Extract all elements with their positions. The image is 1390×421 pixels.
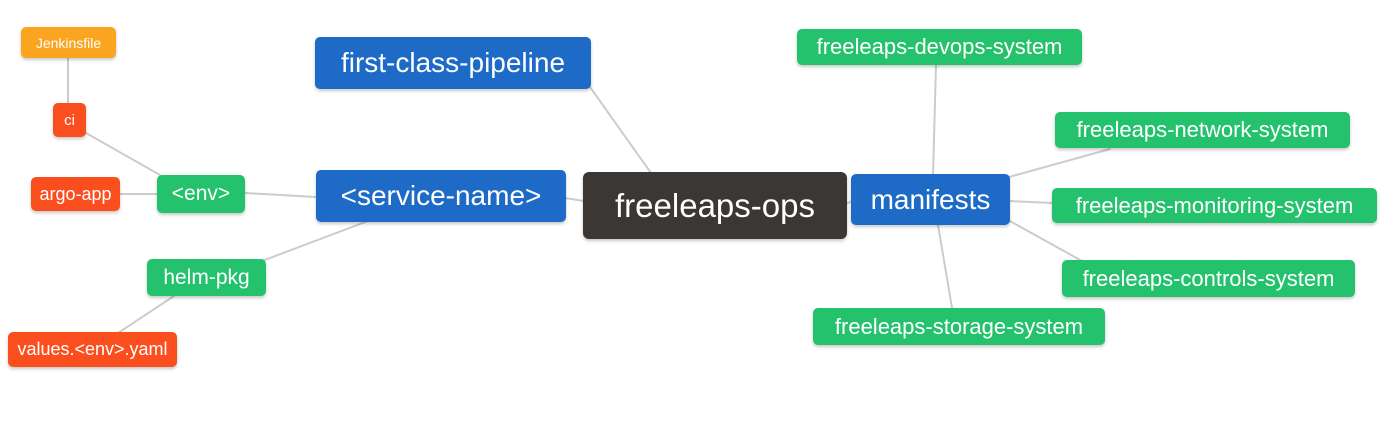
edge-manifests-network <box>1008 148 1111 178</box>
node-jenkinsfile[interactable]: Jenkinsfile <box>21 27 116 58</box>
node-freeleaps-ops[interactable]: freeleaps-ops <box>583 172 847 239</box>
node-service-name[interactable]: <service-name> <box>316 170 566 222</box>
edge-manifests-controls <box>1007 219 1083 262</box>
node-ci[interactable]: ci <box>53 103 86 137</box>
edge-manifests-monitoring <box>1008 200 1054 204</box>
edge-helmpkg-servicename <box>261 220 369 262</box>
node-controls-system[interactable]: freeleaps-controls-system <box>1062 260 1355 297</box>
node-first-class-pipeline[interactable]: first-class-pipeline <box>315 37 591 89</box>
node-env[interactable]: <env> <box>157 175 245 213</box>
edge-values-helmpkg <box>117 295 175 334</box>
node-devops-system[interactable]: freeleaps-devops-system <box>797 29 1082 65</box>
node-storage-system[interactable]: freeleaps-storage-system <box>813 308 1105 345</box>
edge-manifests-devops <box>932 64 937 176</box>
node-manifests[interactable]: manifests <box>851 174 1010 225</box>
edge-servicename-ops <box>564 197 585 202</box>
node-values-env-yaml[interactable]: values.<env>.yaml <box>8 332 177 367</box>
edge-pipeline-ops <box>589 86 652 174</box>
node-helm-pkg[interactable]: helm-pkg <box>147 259 266 296</box>
node-monitoring-system[interactable]: freeleaps-monitoring-system <box>1052 188 1377 223</box>
edge-env-servicename <box>244 192 317 198</box>
node-network-system[interactable]: freeleaps-network-system <box>1055 112 1350 148</box>
edge-ci-env <box>85 132 161 176</box>
node-argo-app[interactable]: argo-app <box>31 177 120 211</box>
edge-manifests-storage <box>937 224 953 309</box>
